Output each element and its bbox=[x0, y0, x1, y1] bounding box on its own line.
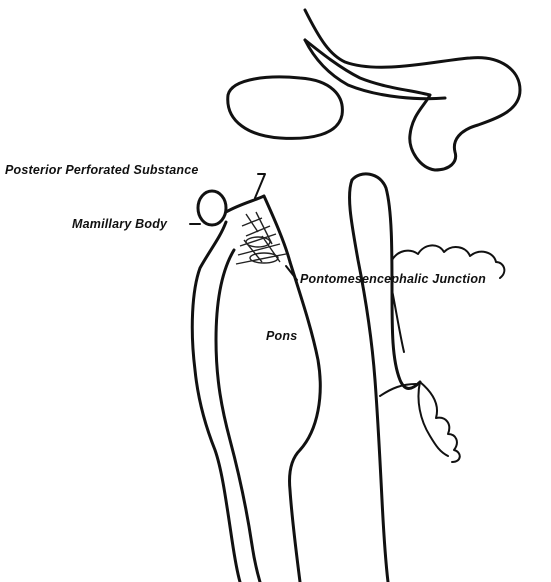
brainstem-anterior-outline bbox=[190, 220, 242, 582]
occipital-lobe-inner bbox=[303, 38, 447, 101]
pons-label: Pons bbox=[266, 329, 298, 343]
ventricle-line-2 bbox=[379, 383, 417, 397]
perforated-substance-pointer bbox=[254, 173, 266, 199]
mamillary-body-shape bbox=[196, 189, 228, 227]
occipital-lobe-outline bbox=[303, 8, 522, 172]
cerebellar-folia-lower bbox=[417, 381, 449, 457]
mamillary-body-label: Mamillary Body bbox=[72, 217, 168, 231]
brainstem-anterior-inner bbox=[214, 248, 262, 582]
posterior-perforated-substance-label: Posterior Perforated Substance bbox=[5, 163, 199, 177]
cerebellum-anterior-inner bbox=[348, 178, 390, 582]
cerebellar-folia bbox=[419, 381, 461, 463]
pontomesencephalic-junction-label: Pontomesencephalic Junction bbox=[300, 272, 486, 286]
pontomesencephalic-hatching bbox=[235, 211, 287, 265]
cerebellar-folia-upper bbox=[391, 244, 506, 279]
ventricle-line bbox=[391, 289, 405, 353]
pons-posterior-outline bbox=[288, 260, 322, 582]
midbrain-outline bbox=[224, 194, 292, 264]
thalamus-outline bbox=[226, 75, 344, 140]
